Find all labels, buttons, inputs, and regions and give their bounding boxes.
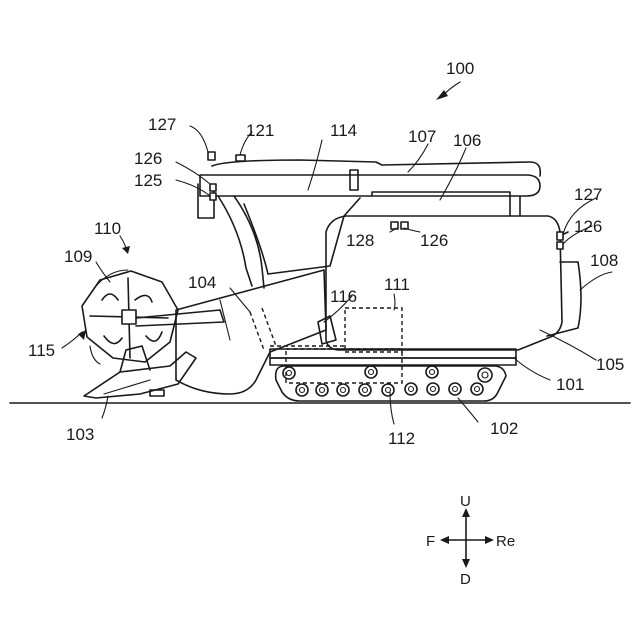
label-126-mid: 126 [420, 231, 448, 250]
label-116: 116 [330, 287, 357, 306]
grain-tank-111 [345, 308, 402, 352]
direction-down: D [460, 571, 471, 588]
label-112: 112 [388, 429, 415, 448]
label-121: 121 [246, 121, 274, 140]
cabin [198, 160, 540, 288]
direction-front: F [426, 533, 435, 550]
label-114: 114 [330, 121, 357, 140]
label-105: 105 [596, 355, 624, 374]
direction-rear: Re [496, 533, 515, 550]
label-127-front: 127 [148, 115, 176, 134]
label-126-front: 126 [134, 149, 162, 168]
label-111: 111 [384, 275, 410, 294]
label-107: 107 [408, 127, 436, 146]
label-103: 103 [66, 425, 94, 444]
crawler-track [270, 349, 516, 401]
label-108: 108 [590, 251, 618, 270]
direction-up: U [460, 493, 471, 510]
label-115: 115 [28, 341, 55, 360]
label-127-rear: 127 [574, 185, 602, 204]
label-109: 109 [64, 247, 92, 266]
label-110: 110 [94, 219, 121, 238]
label-101: 101 [556, 375, 584, 394]
label-102: 102 [490, 419, 518, 438]
label-106: 106 [453, 131, 481, 150]
label-125: 125 [134, 171, 162, 190]
label-126-rear: 126 [574, 217, 602, 236]
label-128: 128 [346, 231, 374, 250]
label-100: 100 [446, 59, 474, 78]
label-104: 104 [188, 273, 216, 292]
direction-indicator: U D F Re [426, 493, 515, 588]
